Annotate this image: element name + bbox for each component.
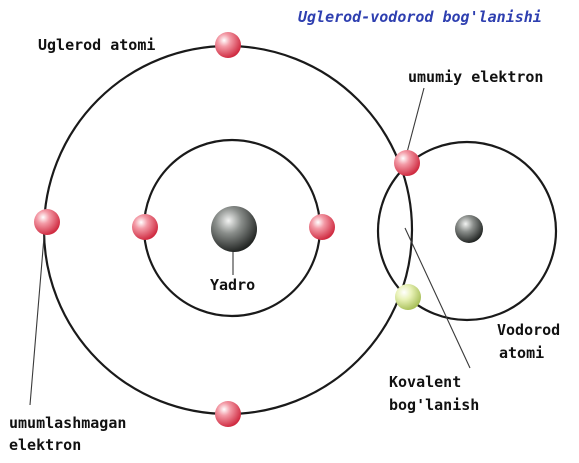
- diagram-title: Uglerod-vodorod bog'lanishi: [298, 8, 542, 26]
- electron-outer-bottom: [215, 401, 241, 427]
- unshared-electron-label-line1: umumlashmagan: [9, 414, 126, 432]
- hydrogen-shell: [376, 140, 558, 322]
- shared-electron-label: umumiy elektron: [408, 68, 543, 86]
- carbon-atom-label: Uglerod atomi: [38, 36, 155, 54]
- electron-inner-left: [132, 214, 158, 240]
- hydrogen-atom-label-line2: atomi: [499, 344, 544, 362]
- unshared-electron-leader: [29, 224, 46, 406]
- hydrogen-atom-label-line1: Vodorod: [497, 321, 560, 339]
- covalent-bond-label-line2: bog'lanish: [389, 396, 479, 414]
- shared-electron-leader: [404, 87, 425, 161]
- hydrogen-nucleus: [455, 215, 483, 243]
- covalent-bond-leader: [404, 227, 471, 369]
- electron-inner-right: [309, 214, 335, 240]
- covalent-bond-label-line1: Kovalent: [389, 373, 461, 391]
- shared-electron: [394, 150, 420, 176]
- carbon-nucleus: [211, 206, 257, 252]
- hydrogen-shared-electron: [395, 284, 421, 310]
- unshared-electron-label-line2: elektron: [9, 436, 81, 454]
- nucleus-label: Yadro: [210, 276, 255, 294]
- electron-outer-top: [215, 32, 241, 58]
- electron-outer-left: [34, 209, 60, 235]
